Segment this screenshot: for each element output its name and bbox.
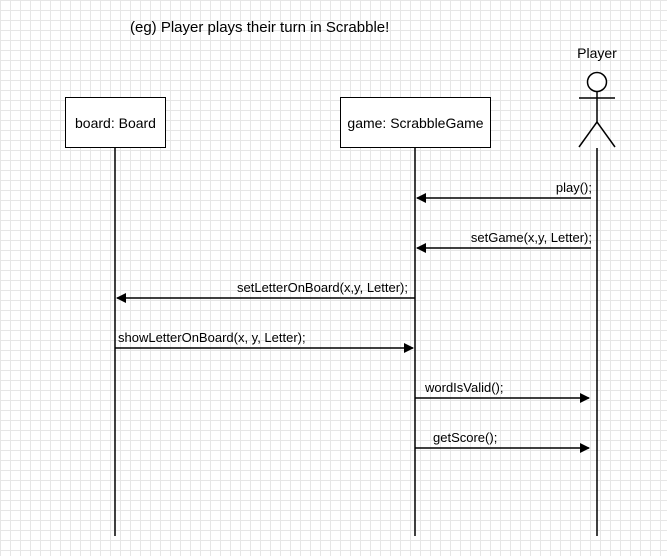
player-actor-icon <box>578 71 616 148</box>
message-label-getscore: getScore(); <box>433 430 498 445</box>
participant-player-label: Player <box>577 45 617 61</box>
message-label-setletteronboard: setLetterOnBoard(x,y, Letter); <box>237 280 408 295</box>
message-label-showletteronboard: showLetterOnBoard(x, y, Letter); <box>118 330 306 345</box>
participant-game-label: game: ScrabbleGame <box>347 114 484 131</box>
participant-game: game: ScrabbleGame <box>340 97 491 148</box>
message-label-play: play(); <box>555 180 592 195</box>
message-label-wordisvalid: wordIsValid(); <box>425 380 504 395</box>
participant-board: board: Board <box>65 97 166 148</box>
participant-board-label: board: Board <box>75 114 156 131</box>
diagram-caption: (eg) Player plays their turn in Scrabble… <box>130 19 390 36</box>
message-label-setgame: setGame(x,y, Letter); <box>470 230 592 245</box>
